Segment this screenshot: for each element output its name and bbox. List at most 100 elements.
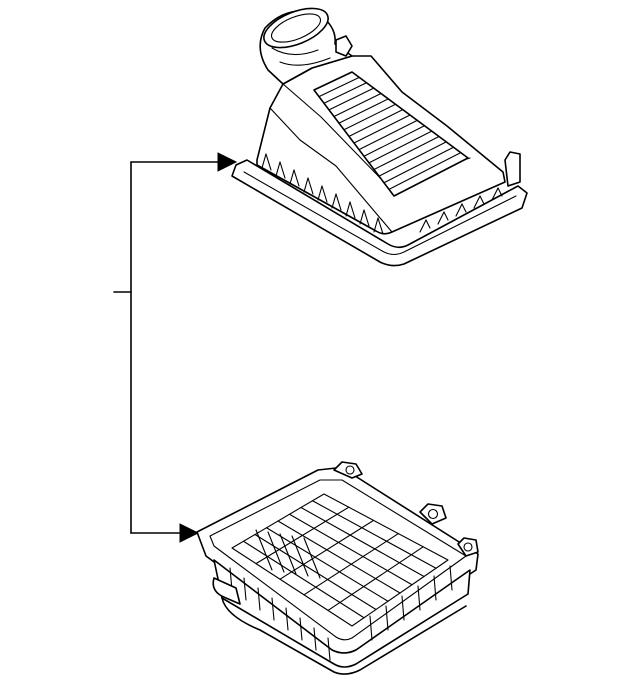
panel-rib (318, 76, 360, 98)
arrow-upper-icon (217, 152, 238, 172)
panel-rib (338, 98, 389, 124)
panel-ribs (318, 76, 462, 190)
flange-rib (377, 217, 384, 235)
flange-rib (321, 185, 328, 203)
floor-grid-line (303, 533, 399, 596)
mounting-tab-left (333, 461, 363, 479)
lower-rim-inner (209, 479, 467, 641)
side-fin (313, 627, 317, 651)
flange-rib (363, 209, 370, 227)
flange-rib (349, 201, 356, 219)
mount-hole-left-icon (345, 465, 355, 475)
panel-rib (353, 114, 411, 144)
floor-grid (242, 500, 437, 619)
flange-rib (275, 161, 281, 177)
duct-crease (271, 47, 331, 66)
flange-rib (331, 193, 337, 209)
lower-rim (196, 467, 479, 654)
wall-slot (255, 529, 273, 571)
upper-flange-inner (243, 171, 517, 256)
floor-grid-line (242, 540, 365, 619)
side-fin (243, 577, 247, 601)
flange-rib (293, 169, 300, 187)
panel-rib (363, 125, 426, 157)
side-fin (257, 587, 261, 611)
wall-slot (303, 537, 321, 579)
floor-grid-line (254, 533, 377, 611)
flange-rib (419, 219, 427, 233)
callout-bracket (113, 152, 238, 543)
flange-rib (491, 187, 499, 201)
air-cleaner-lower-case (196, 461, 479, 675)
flange-rib (345, 201, 351, 217)
housing-edge-left (269, 107, 393, 233)
flange-rib (265, 153, 272, 171)
mounting-tab-mid (419, 503, 447, 525)
panel-rib (358, 119, 418, 151)
flange-rib (461, 203, 467, 213)
mount-hole-right-icon (463, 542, 473, 552)
wall-slot (291, 535, 309, 577)
lower-box (213, 559, 471, 668)
flange-rib (317, 185, 323, 201)
panel-rib (348, 109, 404, 137)
floor-grid-line (300, 506, 425, 578)
floor-grid-line (265, 527, 389, 602)
clip-post-right (504, 151, 521, 187)
panel-rib (328, 87, 375, 111)
upper-flange (231, 159, 528, 267)
flange-rib (303, 177, 309, 193)
panel-rib (368, 130, 433, 164)
flange-rib (443, 211, 449, 221)
flange-rib (359, 209, 365, 225)
side-fin (271, 597, 275, 621)
panel-rib (388, 152, 462, 190)
flange-rib (455, 203, 463, 217)
side-fin (417, 585, 421, 611)
panel-rib (343, 103, 397, 131)
floor-grid-line (279, 519, 375, 580)
inner-floor (231, 493, 449, 627)
air-cleaner-upper-cover (231, 7, 528, 267)
flange-rib (373, 217, 379, 233)
side-fin (299, 617, 303, 641)
flange-rib (289, 169, 295, 185)
flange-rib (479, 195, 485, 205)
flange-rib (261, 153, 267, 169)
panel-rib (378, 141, 447, 177)
lower-bottom (221, 597, 467, 675)
side-fin (433, 575, 437, 601)
side-fins (229, 529, 453, 661)
flange-rib (279, 161, 286, 179)
flange-rib (307, 177, 314, 195)
flange-rib (437, 211, 445, 225)
side-fin (327, 637, 331, 661)
mounting-tab-top (335, 35, 353, 57)
side-fin (285, 607, 289, 631)
intake-opening (263, 7, 329, 49)
drain-boss (212, 577, 241, 605)
flange-rib (473, 195, 481, 209)
mounting-tab-right (457, 537, 479, 557)
arrow-lower-icon (179, 523, 200, 543)
side-fin (369, 615, 373, 641)
flange-ribs (261, 153, 503, 235)
floor-grid-line (311, 500, 437, 569)
flange-rib (497, 187, 503, 197)
panel-rib (383, 146, 455, 184)
floor-grid-line (327, 546, 424, 611)
side-fin (401, 595, 405, 621)
floor-grid-line (277, 520, 401, 594)
wall-slot (279, 533, 297, 575)
panel-rib (333, 92, 382, 118)
floor-grid-line (255, 506, 350, 565)
panel-rib (373, 135, 440, 171)
side-fin (449, 565, 453, 591)
flange-rib (425, 219, 431, 229)
intake-opening-inner (270, 13, 322, 43)
floor-grid-line (288, 513, 413, 586)
side-fin (385, 605, 389, 631)
panel-rib (323, 82, 368, 104)
